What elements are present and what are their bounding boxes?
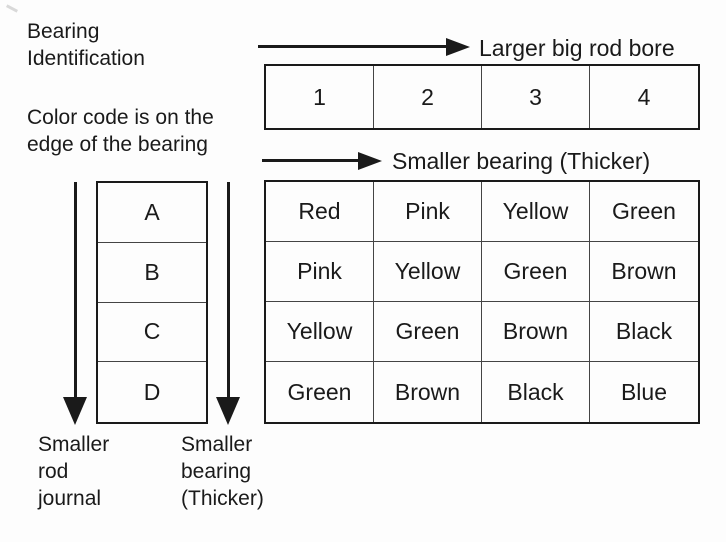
bore-number-table: 1 2 3 4 (264, 64, 700, 130)
color-cell: Yellow (482, 182, 590, 242)
color-cell: Brown (374, 362, 482, 422)
color-cell: Green (374, 302, 482, 362)
journal-letter-table: A B C D (96, 181, 208, 424)
color-cell: Blue (620, 378, 668, 405)
color-cell: Pink (374, 182, 482, 242)
bore-cell: 4 (637, 83, 651, 110)
color-cell: Black (590, 302, 698, 362)
color-cell: Green (266, 362, 374, 422)
smaller-rod-journal-label: Smaller rod journal (38, 433, 110, 510)
journal-cell: C (98, 303, 206, 363)
color-code-note: Color code is on the edge of the bearing (27, 106, 214, 156)
color-cell: Brown (590, 242, 698, 302)
scan-artifact (5, 4, 19, 13)
color-cell: Yellow (374, 242, 482, 302)
bore-cell: 3 (482, 66, 590, 128)
color-cell: Yellow (266, 302, 374, 362)
smaller-bearing-thicker-label: Smaller bearing (Thicker) (181, 433, 264, 510)
journal-cell: D (143, 378, 161, 405)
color-code-table: Red Pink Yellow Green Pink Yellow Green … (264, 180, 700, 424)
color-cell: Pink (266, 242, 374, 302)
bore-cell: 1 (266, 66, 374, 128)
smaller-bearing-arrow-label: Smaller bearing (Thicker) (392, 148, 651, 174)
color-cell: Brown (482, 302, 590, 362)
color-cell: Red (266, 182, 374, 242)
journal-cell: A (98, 183, 206, 243)
larger-bore-arrow-label: Larger big rod bore (479, 35, 675, 61)
color-cell: Black (482, 362, 590, 422)
journal-cell: B (98, 243, 206, 303)
color-cell: Green (482, 242, 590, 302)
color-cell: Green (590, 182, 698, 242)
bore-cell: 2 (374, 66, 482, 128)
bearing-identification-label: Bearing Identification (27, 20, 145, 70)
